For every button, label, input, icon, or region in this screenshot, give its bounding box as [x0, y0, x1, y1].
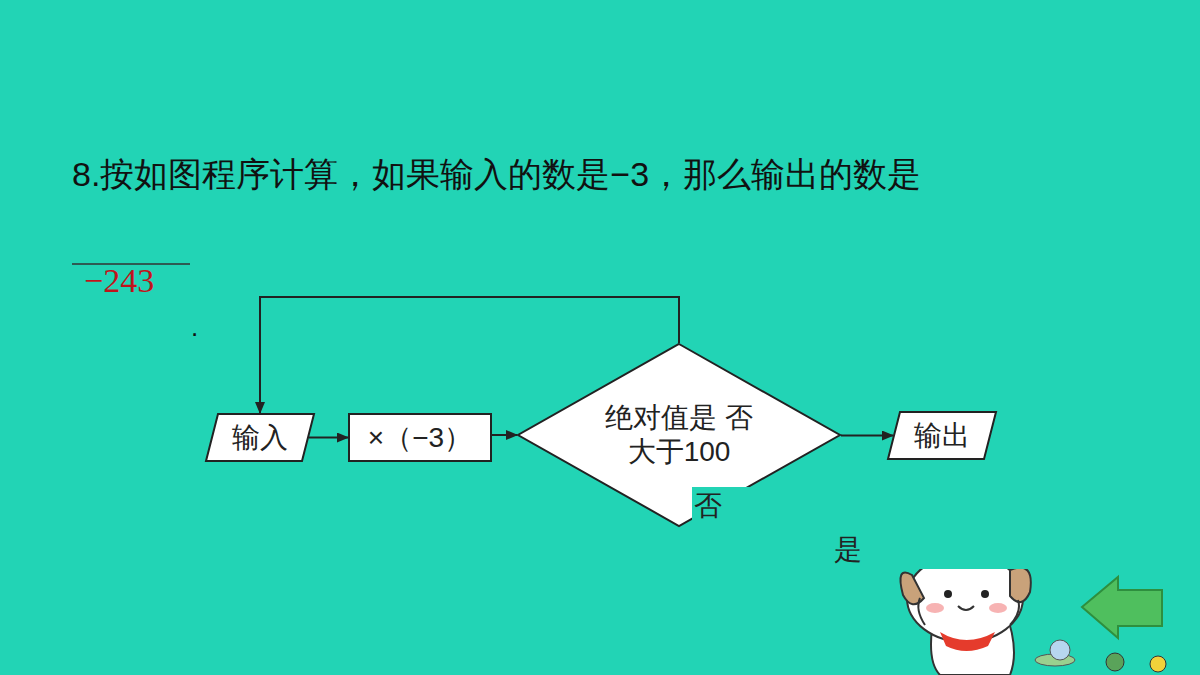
flow-arrow — [492, 434, 517, 436]
input-box: 输入 — [205, 413, 315, 462]
edge-label: 否 — [692, 487, 1200, 525]
node-text: ×（−3） — [368, 421, 472, 455]
node-text: 输出 — [914, 419, 970, 453]
output-box: 输出 — [887, 411, 997, 460]
process-box: ×（−3） — [348, 413, 492, 462]
process-box-shape — [349, 414, 491, 461]
node-text: 输入 — [232, 421, 288, 455]
flow-arrow — [309, 437, 348, 439]
node-text: 绝对值是 否大于100 — [604, 401, 754, 468]
output-box-shape — [888, 412, 996, 459]
snail-decoration — [1035, 640, 1166, 672]
flow-arrow — [841, 435, 893, 437]
return-arrow — [1082, 577, 1162, 638]
edge-label: 是 — [832, 531, 1200, 569]
question-text: 8.按如图程序计算，如果输入的数是−3，那么输出的数是 — [72, 152, 1200, 198]
period-mark: . — [191, 312, 1200, 343]
input-box-shape — [206, 414, 314, 461]
answer-text: −243 — [84, 262, 1200, 300]
dog-illustration — [900, 554, 1030, 675]
